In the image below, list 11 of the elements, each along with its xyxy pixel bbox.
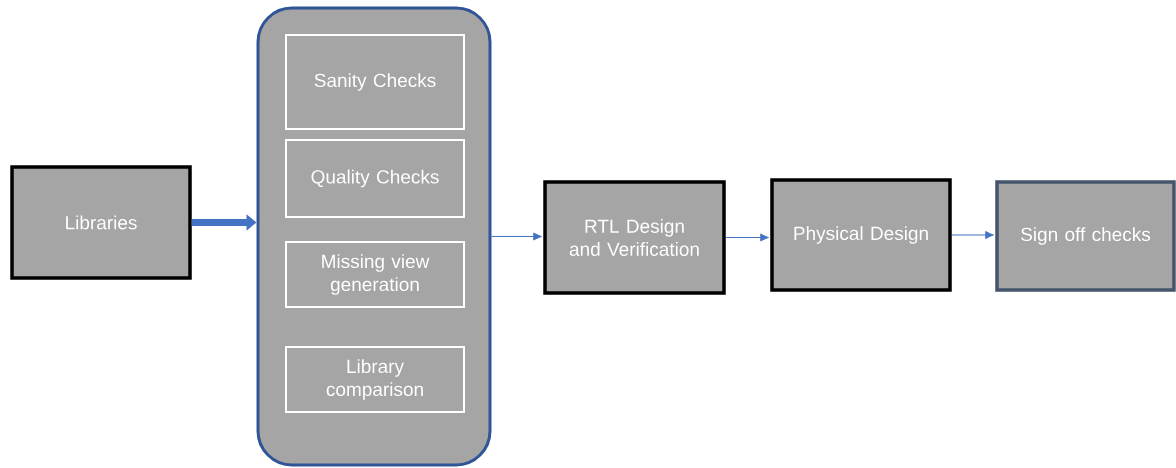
arrow: [951, 230, 994, 240]
arrow: [725, 233, 769, 242]
check-box: Missing view generation: [285, 241, 465, 308]
check-box: Quality Checks: [285, 139, 465, 218]
check-box: Library comparison: [285, 346, 465, 413]
arrow: [491, 232, 542, 241]
process-box: Physical Design: [770, 178, 952, 292]
process-box: Libraries: [10, 165, 192, 280]
check-box: Sanity Checks: [285, 34, 465, 130]
process-box: RTL Design and Verification: [543, 180, 726, 295]
process-box: Sign off checks: [995, 180, 1176, 292]
